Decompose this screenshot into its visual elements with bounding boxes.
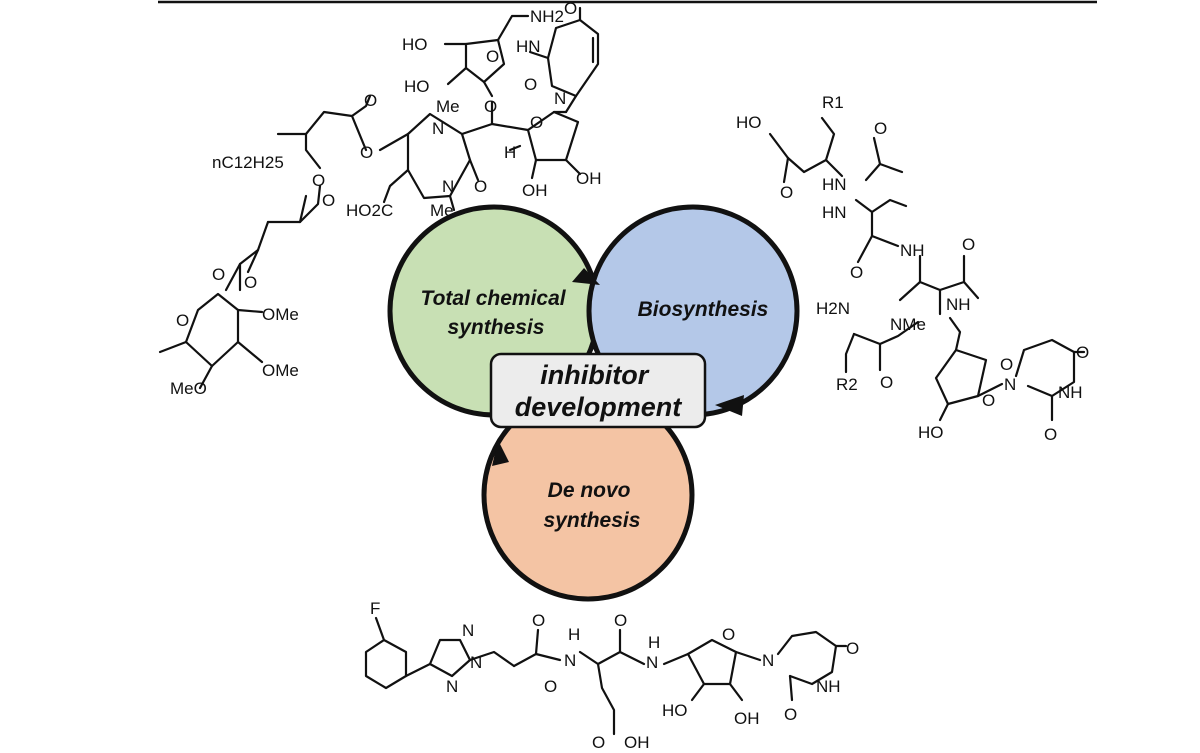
- label-nc12h25: nC12H25: [212, 153, 284, 172]
- label-o: O: [484, 97, 497, 116]
- label-ome: OMe: [262, 305, 299, 324]
- label-nh: NH: [946, 295, 971, 314]
- label-o: O: [850, 263, 863, 282]
- label-n: N: [646, 653, 658, 672]
- label-nh: NH: [900, 241, 925, 260]
- label-o: O: [544, 677, 557, 696]
- biosynthesis-label: Biosynthesis: [638, 298, 769, 321]
- label-o: O: [360, 143, 373, 162]
- label-nme: NMe: [890, 315, 926, 334]
- label-n: N: [762, 651, 774, 670]
- label-f: F: [370, 599, 380, 618]
- label-o: O: [524, 75, 537, 94]
- label-o: O: [880, 373, 893, 392]
- label-o: O: [530, 113, 543, 132]
- label-oh: OH: [522, 181, 548, 200]
- label-n: N: [446, 677, 458, 696]
- label-n: N: [554, 89, 566, 108]
- label-o: O: [486, 47, 499, 66]
- inhibitor-development-label: inhibitor development: [515, 360, 683, 422]
- label-o: O: [244, 273, 257, 292]
- label-o: O: [784, 705, 797, 724]
- molecule-bottom: F N N N O N O H O N H O N O NH HO OH O O…: [364, 599, 859, 752]
- label-ho: HO: [736, 113, 762, 132]
- label-h: H: [504, 143, 516, 162]
- label-o: O: [846, 639, 859, 658]
- label-n: N: [432, 119, 444, 138]
- label-o: O: [564, 0, 577, 18]
- label-hn: HN: [516, 37, 541, 56]
- label-n: N: [564, 651, 576, 670]
- label-meo: MeO: [170, 379, 207, 398]
- label-n: N: [442, 177, 454, 196]
- label-h2n: H2N: [816, 299, 850, 318]
- label-o: O: [532, 611, 545, 630]
- label-nh: NH: [816, 677, 841, 696]
- label-hn: HN: [822, 203, 847, 222]
- label-ho2c: HO2C: [346, 201, 393, 220]
- label-o: O: [312, 171, 325, 190]
- label-me: Me: [430, 201, 454, 220]
- label-hn: HN: [822, 175, 847, 194]
- label-h: H: [648, 633, 660, 652]
- label-me: Me: [436, 97, 460, 116]
- label-oh: OH: [734, 709, 760, 728]
- label-o: O: [780, 183, 793, 202]
- label-nh: NH: [1058, 383, 1083, 402]
- label-oh: OH: [624, 733, 650, 752]
- label-o: O: [474, 177, 487, 196]
- label-o: O: [1000, 355, 1013, 374]
- label-r2: R2: [836, 375, 858, 394]
- label-ho: HO: [918, 423, 944, 442]
- label-ho: HO: [402, 35, 428, 54]
- label-o: O: [1076, 343, 1089, 362]
- label-o: O: [962, 235, 975, 254]
- arrowhead-to-total-synthesis: [492, 440, 509, 466]
- label-ho: HO: [404, 77, 430, 96]
- label-o: O: [176, 311, 189, 330]
- label-ho: HO: [662, 701, 688, 720]
- cycle-diagram: Total chemical synthesis Biosynthesis De…: [387, 204, 800, 602]
- arrowhead-to-de-novo: [715, 395, 744, 416]
- label-ome: OMe: [262, 361, 299, 380]
- total-synthesis-label: Total chemical synthesis: [421, 287, 572, 339]
- label-o: O: [212, 265, 225, 284]
- label-o: O: [364, 91, 377, 110]
- de-novo-label: De novo synthesis: [544, 479, 641, 532]
- label-o: O: [874, 119, 887, 138]
- label-oh: OH: [576, 169, 602, 188]
- molecule-top-left: NH2 HO HO O HN O N O O Me N O O O H nC12…: [158, 0, 602, 398]
- label-o: O: [592, 733, 605, 752]
- label-o: O: [1044, 425, 1057, 444]
- label-n: N: [462, 621, 474, 640]
- molecule-top-right: R1 HO O O HN HN O NH O O NH H2N NMe O R2…: [736, 93, 1089, 444]
- inhibitor-development-box: [489, 352, 707, 429]
- label-o: O: [322, 191, 335, 210]
- label-o: O: [614, 611, 627, 630]
- arrowhead-to-biosynthesis: [572, 268, 600, 285]
- label-n: N: [470, 653, 482, 672]
- label-o: O: [722, 625, 735, 644]
- label-h: H: [568, 625, 580, 644]
- label-o: O: [982, 391, 995, 410]
- label-r1: R1: [822, 93, 844, 112]
- label-n: N: [1004, 375, 1016, 394]
- label-nh2: NH2: [530, 7, 564, 26]
